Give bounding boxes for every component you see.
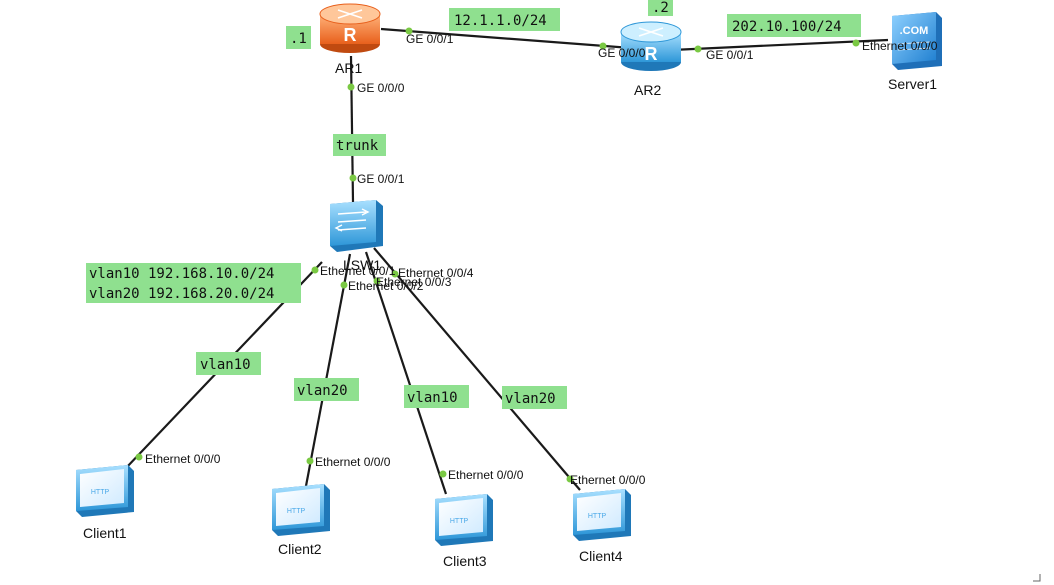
- client-glyph: HTTP: [91, 489, 110, 496]
- port-dot: [566, 475, 574, 483]
- port-label-client2-eth: Ethernet 0/0/0: [315, 455, 391, 469]
- port-label-ar2-ge001: GE 0/0/1: [706, 48, 754, 62]
- resize-corner-icon[interactable]: [1033, 574, 1041, 582]
- port-label-client4-eth: Ethernet 0/0/0: [570, 473, 646, 487]
- client-glyph: HTTP: [450, 518, 469, 525]
- device-client2[interactable]: HTTP Client2: [272, 484, 330, 557]
- router-icon: R: [620, 21, 682, 71]
- port-label-ar1-ge001: GE 0/0/1: [406, 32, 454, 46]
- link-lsw1-client4[interactable]: [373, 247, 581, 491]
- port-dot: [349, 174, 357, 182]
- port-label-ar2-ge000: GE 0/0/0: [598, 46, 646, 60]
- port-label-client3-eth: Ethernet 0/0/0: [448, 468, 524, 482]
- note-link1-vlan[interactable]: vlan10: [196, 352, 261, 375]
- port-dot: [694, 45, 702, 53]
- device-client3[interactable]: HTTP Client3: [435, 494, 493, 569]
- note-text: vlan20: [505, 391, 556, 407]
- port-label-lsw1-e3: Ethernet 0/0/3: [376, 275, 452, 289]
- note-net-ar2-server[interactable]: 202.10.100/24: [727, 14, 861, 37]
- port-label-lsw1-e2: Ethernet 0/0/2: [348, 279, 424, 293]
- switch-icon: [330, 200, 383, 252]
- port-dot: [599, 42, 607, 50]
- client-pc-icon: HTTP: [573, 489, 631, 541]
- router-glyph: R: [645, 44, 658, 64]
- port-label-server1-eth: Ethernet 0/0/0: [862, 39, 938, 53]
- link-ar2-server1[interactable]: [671, 38, 889, 52]
- port-dot: [311, 266, 319, 274]
- note-text-vlan20: vlan20 192.168.20.0/24: [89, 286, 274, 302]
- device-name: AR2: [634, 82, 661, 98]
- server-icon: .COM: [892, 12, 942, 70]
- device-name: Client3: [443, 553, 487, 569]
- link-lsw1-client3[interactable]: [364, 251, 448, 495]
- client-pc-icon: HTTP: [76, 465, 134, 517]
- client-glyph: HTTP: [588, 513, 607, 520]
- device-lsw1[interactable]: LSW1: [330, 200, 383, 273]
- note-link3-vlan[interactable]: vlan10: [404, 385, 469, 408]
- note-text-vlan10: vlan10 192.168.10.0/24: [89, 266, 274, 282]
- port-dot: [852, 39, 860, 47]
- client-pc-icon: HTTP: [435, 494, 493, 546]
- device-name: LSW1: [343, 257, 381, 273]
- port-dot: [340, 281, 348, 289]
- port-label-lsw1-e1: Ethernet 0/0/1: [320, 264, 396, 278]
- note-link4-vlan[interactable]: vlan20: [502, 386, 567, 409]
- port-dot: [439, 470, 447, 478]
- device-name: Server1: [888, 76, 937, 92]
- device-name: Client4: [579, 548, 623, 564]
- note-link2-vlan[interactable]: vlan20: [294, 378, 359, 401]
- device-client4[interactable]: HTTP Client4: [573, 489, 631, 564]
- note-text: vlan20: [297, 383, 348, 399]
- device-name: Client1: [83, 525, 127, 541]
- note-text: 12.1.1.0/24: [454, 13, 547, 29]
- note-text: .1: [290, 31, 307, 47]
- device-ar2[interactable]: R AR2: [620, 21, 682, 98]
- port-label-ar1-ge000: GE 0/0/0: [357, 81, 405, 95]
- note-ar1-addr[interactable]: .1: [286, 26, 311, 49]
- note-trunk[interactable]: trunk: [333, 134, 386, 156]
- port-dot: [391, 270, 399, 278]
- note-text: 202.10.100/24: [732, 19, 842, 35]
- router-glyph: R: [344, 25, 357, 45]
- port-label-client1-eth: Ethernet 0/0/0: [145, 452, 221, 466]
- device-ar1[interactable]: R AR1: [319, 3, 381, 76]
- port-dot: [405, 27, 413, 35]
- device-server1[interactable]: .COM Server1: [888, 12, 942, 92]
- port-label-lsw1-e4: Ethernet 0/0/4: [398, 266, 474, 280]
- note-text: .2: [652, 0, 669, 16]
- note-text: vlan10: [407, 390, 458, 406]
- link-endpoints: [135, 27, 860, 483]
- router-icon: R: [319, 3, 381, 53]
- note-net-ar1-ar2[interactable]: 12.1.1.0/24: [449, 8, 560, 31]
- port-dot: [347, 83, 355, 91]
- port-dot: [135, 453, 143, 461]
- client-pc-icon: HTTP: [272, 484, 330, 536]
- device-client1[interactable]: HTTP Client1: [76, 465, 134, 541]
- port-label-lsw1-ge001: GE 0/0/1: [357, 172, 405, 186]
- device-name: Client2: [278, 541, 322, 557]
- note-text: trunk: [336, 138, 379, 154]
- port-dot: [306, 457, 314, 465]
- note-vlan-networks[interactable]: vlan10 192.168.10.0/24 vlan20 192.168.20…: [86, 263, 301, 303]
- server-glyph: .COM: [900, 25, 929, 37]
- device-name: AR1: [335, 60, 362, 76]
- note-text: vlan10: [200, 357, 251, 373]
- client-glyph: HTTP: [287, 508, 306, 515]
- note-ar2-addr[interactable]: .2: [648, 0, 673, 16]
- link-lsw1-client2[interactable]: [304, 253, 352, 487]
- port-dot: [373, 277, 381, 285]
